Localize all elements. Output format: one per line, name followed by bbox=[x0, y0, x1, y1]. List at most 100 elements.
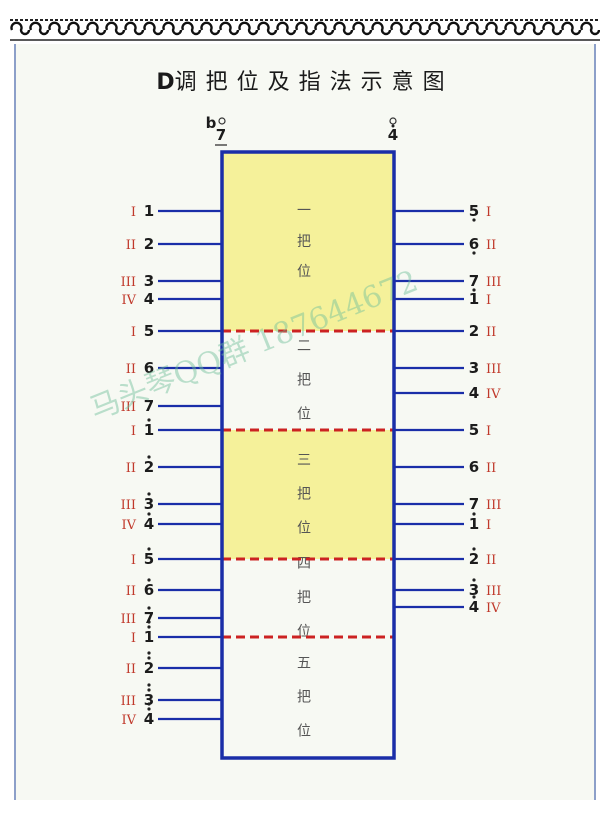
position-label-2-2: 把 bbox=[297, 373, 311, 389]
right-finger-1: I bbox=[486, 205, 491, 220]
position-label-2-3: 位 bbox=[297, 407, 311, 423]
left-finger-18: IV bbox=[121, 713, 136, 728]
left-note-5: 5 bbox=[144, 322, 154, 340]
left-note-12-dot-0 bbox=[147, 547, 151, 551]
position-label-3-1: 三 bbox=[297, 453, 311, 469]
left-note-16: 2 bbox=[144, 659, 154, 677]
left-finger-5: I bbox=[131, 325, 136, 340]
position-band-3 bbox=[222, 430, 394, 559]
left-note-8-dot-0 bbox=[147, 418, 151, 422]
right-note-6: 3 bbox=[469, 359, 479, 377]
left-note-10: 3 bbox=[144, 495, 154, 513]
left-finger-1: I bbox=[131, 205, 136, 220]
position-band-2 bbox=[222, 331, 394, 430]
left-note-12: 5 bbox=[144, 550, 154, 568]
left-finger-3: III bbox=[121, 275, 136, 290]
right-finger-9: II bbox=[486, 461, 496, 476]
left-note-8: 1 bbox=[144, 421, 154, 439]
right-finger-6: III bbox=[486, 362, 501, 377]
flat-sign: b bbox=[206, 114, 217, 132]
left-note-10-dot-0 bbox=[147, 492, 151, 496]
left-finger-14: III bbox=[121, 612, 136, 627]
position-label-4-2: 把 bbox=[297, 590, 311, 606]
right-finger-10: III bbox=[486, 498, 501, 513]
left-note-18: 4 bbox=[144, 710, 154, 728]
right-note-2: 6 bbox=[469, 235, 479, 253]
right-note-2-dot-0 bbox=[472, 251, 476, 255]
right-finger-13: III bbox=[486, 584, 501, 599]
left-finger-10: III bbox=[121, 498, 136, 513]
left-note-13-dot-0 bbox=[147, 578, 151, 582]
right-note-12-dot-0 bbox=[472, 547, 476, 551]
left-note-15: 1 bbox=[144, 628, 154, 646]
left-note-9: 2 bbox=[144, 458, 154, 476]
position-label-5-3: 位 bbox=[297, 724, 311, 740]
right-finger-5: II bbox=[486, 325, 496, 340]
right-finger-3: III bbox=[486, 275, 501, 290]
right-note-7: 4 bbox=[469, 384, 479, 402]
left-note-6: 6 bbox=[144, 359, 154, 377]
position-label-1-1: 一 bbox=[297, 203, 311, 219]
left-finger-11: IV bbox=[121, 518, 136, 533]
position-label-2-1: 二 bbox=[297, 339, 311, 355]
right-note-3: 7 bbox=[469, 272, 479, 290]
left-finger-16: II bbox=[126, 662, 136, 677]
position-band-1 bbox=[222, 152, 394, 331]
title-key: D bbox=[156, 70, 175, 95]
right-finger-7: IV bbox=[486, 387, 501, 402]
top-marker-left: 7 bbox=[216, 126, 226, 144]
left-note-9-dot-0 bbox=[147, 455, 151, 459]
right-note-8: 5 bbox=[469, 421, 479, 439]
left-note-13: 6 bbox=[144, 581, 154, 599]
left-note-11: 4 bbox=[144, 515, 154, 533]
left-finger-8: I bbox=[131, 424, 136, 439]
harmonic-circle-right bbox=[389, 117, 397, 125]
right-note-11: 1 bbox=[469, 515, 479, 533]
right-finger-2: II bbox=[486, 238, 496, 253]
left-note-17-dot-0 bbox=[147, 688, 151, 692]
position-label-3-2: 把 bbox=[297, 487, 311, 503]
left-note-3: 3 bbox=[144, 272, 154, 290]
harmonic-circle-left bbox=[218, 117, 226, 125]
position-label-3-3: 位 bbox=[297, 521, 311, 537]
left-finger-13: II bbox=[126, 584, 136, 599]
left-note-16-dot-1 bbox=[147, 651, 151, 655]
left-finger-9: II bbox=[126, 461, 136, 476]
left-finger-2: II bbox=[126, 238, 136, 253]
page-title: D调把位及指法示意图 bbox=[0, 64, 610, 96]
position-band-5 bbox=[222, 637, 394, 758]
left-note-14-dot-0 bbox=[147, 606, 151, 610]
top-marker-right-dot bbox=[391, 124, 395, 128]
position-label-1-3: 位 bbox=[297, 264, 311, 280]
right-note-4: 1 bbox=[469, 290, 479, 308]
left-note-1: 1 bbox=[144, 202, 154, 220]
right-finger-4: I bbox=[486, 293, 491, 308]
left-note-17-dot-1 bbox=[147, 683, 151, 687]
left-note-18-dot-0 bbox=[147, 707, 151, 711]
top-marker-right: 4 bbox=[388, 126, 398, 144]
right-finger-12: II bbox=[486, 553, 496, 568]
left-note-7: 7 bbox=[144, 397, 154, 415]
left-note-18-dot-1 bbox=[147, 702, 151, 706]
left-note-14: 7 bbox=[144, 609, 154, 627]
left-note-15-dot-0 bbox=[147, 625, 151, 629]
right-note-14: 4 bbox=[469, 598, 479, 616]
left-note-15-dot-1 bbox=[147, 620, 151, 624]
right-note-1-dot-0 bbox=[472, 218, 476, 222]
left-finger-6: II bbox=[126, 362, 136, 377]
left-note-17: 3 bbox=[144, 691, 154, 709]
title-text: 调把位及指法示意图 bbox=[174, 70, 454, 95]
right-note-9: 6 bbox=[469, 458, 479, 476]
right-finger-11: I bbox=[486, 518, 491, 533]
right-note-11-dot-0 bbox=[472, 512, 476, 516]
decorative-border bbox=[10, 18, 600, 42]
left-note-16-dot-0 bbox=[147, 656, 151, 660]
neck-box bbox=[220, 150, 396, 760]
right-note-14-dot-0 bbox=[472, 595, 476, 599]
left-note-11-dot-0 bbox=[147, 512, 151, 516]
right-note-13: 3 bbox=[469, 581, 479, 599]
right-note-13-dot-0 bbox=[472, 578, 476, 582]
left-finger-17: III bbox=[121, 694, 136, 709]
right-finger-14: IV bbox=[486, 601, 501, 616]
